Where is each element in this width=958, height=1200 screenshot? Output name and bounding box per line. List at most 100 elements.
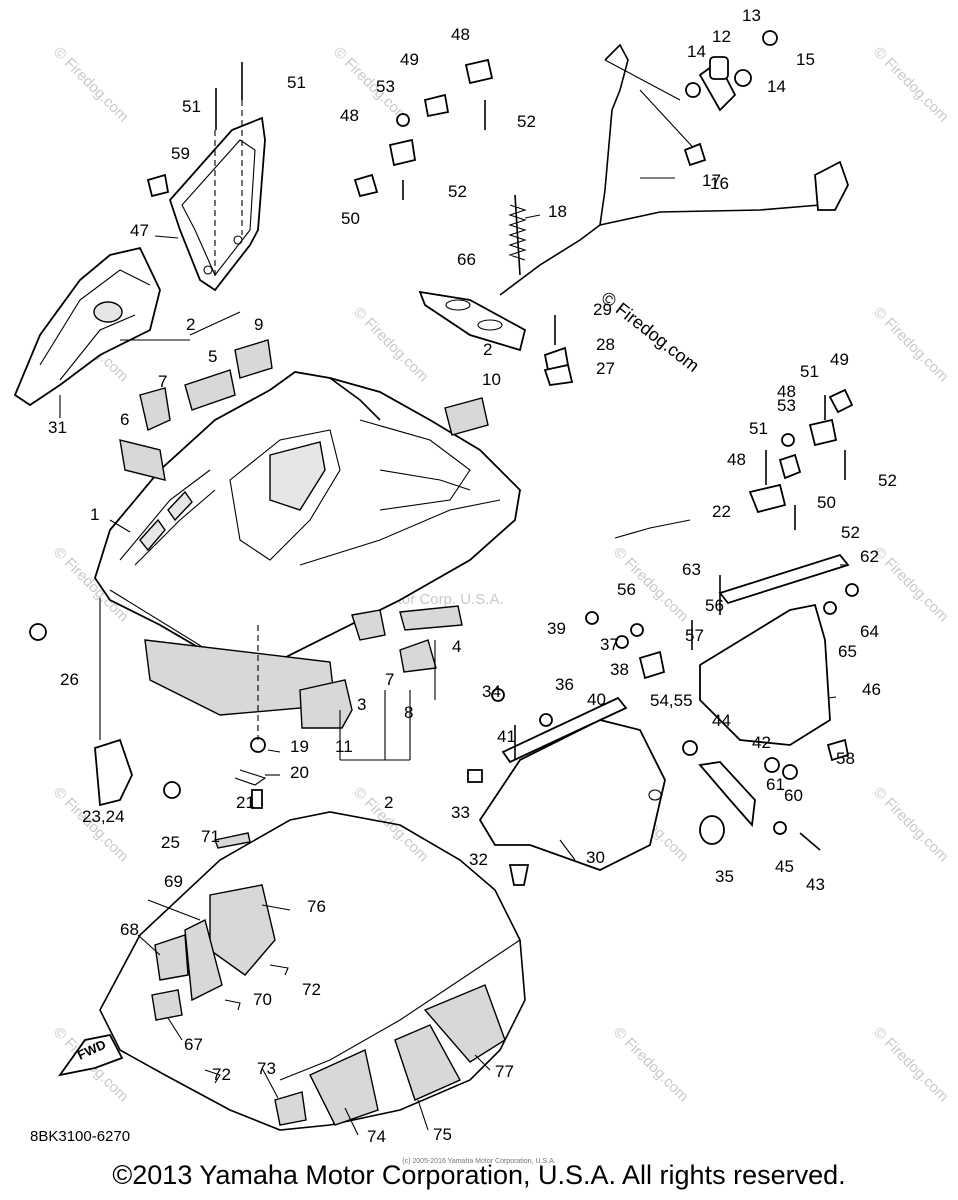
leader-lines xyxy=(59,177,848,1136)
firedog-corner-watermark: © Firedog.com xyxy=(870,44,952,126)
lower-body xyxy=(99,811,526,1131)
callout-29: 29 xyxy=(593,300,612,319)
callout-52: 52 xyxy=(878,471,897,490)
callout-75: 75 xyxy=(433,1125,452,1144)
callout-72: 72 xyxy=(302,980,321,999)
callout-26: 26 xyxy=(60,670,79,689)
callout-22: 22 xyxy=(712,502,731,521)
callout-49: 49 xyxy=(830,350,849,369)
firedog-corner-watermark: © Firedog.com xyxy=(610,1024,692,1106)
callout-7: 7 xyxy=(158,372,167,391)
callout-59: 59 xyxy=(171,144,190,163)
cable-assembly xyxy=(418,43,849,352)
callout-19: 19 xyxy=(290,737,309,756)
callout-48: 48 xyxy=(777,382,796,401)
callout-28: 28 xyxy=(596,335,615,354)
callout-39: 39 xyxy=(547,619,566,638)
callout-35: 35 xyxy=(715,867,734,886)
firedog-corner-watermark: © Firedog.com xyxy=(870,1024,952,1106)
callout-45: 45 xyxy=(775,857,794,876)
callout-58: 58 xyxy=(836,749,855,768)
callout-52: 52 xyxy=(841,523,860,542)
callout-16: 16 xyxy=(710,174,729,193)
callout-15: 15 xyxy=(796,50,815,69)
callout-17: 17 xyxy=(702,171,721,190)
callout-66: 66 xyxy=(457,250,476,269)
callout-30: 30 xyxy=(586,848,605,867)
callout-40: 40 xyxy=(587,690,606,709)
foam-pieces xyxy=(119,339,489,729)
callout-32: 32 xyxy=(469,850,488,869)
callout-48: 48 xyxy=(451,25,470,44)
callout-43: 43 xyxy=(806,875,825,894)
callout-62: 62 xyxy=(860,547,879,566)
callout-20: 20 xyxy=(290,763,309,782)
callout-48: 48 xyxy=(727,450,746,469)
callout-72: 72 xyxy=(212,1065,231,1084)
firedog-corner-watermark: © Firedog.com xyxy=(870,304,952,386)
callout-52: 52 xyxy=(517,112,536,131)
firedog-corner-watermark: © Firedog.com xyxy=(350,304,432,386)
callout-9: 9 xyxy=(254,315,263,334)
callout-2: 2 xyxy=(384,793,393,812)
callout-74: 74 xyxy=(367,1127,386,1146)
callout-63: 63 xyxy=(682,560,701,579)
callout-8: 8 xyxy=(404,703,413,722)
callout-5: 5 xyxy=(208,347,217,366)
callout-76: 76 xyxy=(307,897,326,916)
top-fasteners xyxy=(146,58,691,539)
firedog-corner-watermark: © Firedog.com xyxy=(870,544,952,626)
callout-67: 67 xyxy=(184,1035,203,1054)
callout-25: 25 xyxy=(161,833,180,852)
callout-65: 65 xyxy=(838,642,857,661)
right-side-panels xyxy=(478,553,850,871)
callout-64: 64 xyxy=(860,622,879,641)
callout-46: 46 xyxy=(862,680,881,699)
callout-10: 10 xyxy=(482,370,501,389)
callout-52: 52 xyxy=(448,182,467,201)
callout-7: 7 xyxy=(385,670,394,689)
callout-50: 50 xyxy=(817,493,836,512)
callout-51: 51 xyxy=(287,73,306,92)
callout-14: 14 xyxy=(687,42,706,61)
misc-fasteners xyxy=(467,575,859,886)
callout-31: 31 xyxy=(48,418,67,437)
callout-4: 4 xyxy=(452,637,461,656)
callout-47: 47 xyxy=(130,221,149,240)
callout-18: 18 xyxy=(548,202,567,221)
callout-49: 49 xyxy=(400,50,419,69)
callout-48: 48 xyxy=(340,106,359,125)
callout-23-24: 23,24 xyxy=(82,807,125,826)
callout-51: 51 xyxy=(182,97,201,116)
callout-57: 57 xyxy=(685,626,704,645)
callout-34: 34 xyxy=(482,682,501,701)
callout-14: 14 xyxy=(767,77,786,96)
callout-51: 51 xyxy=(800,362,819,381)
callout-56: 56 xyxy=(705,596,724,615)
callout-41: 41 xyxy=(497,727,516,746)
firedog-corner-watermark: © Firedog.com xyxy=(50,44,132,126)
callout-51: 51 xyxy=(749,419,768,438)
callout-77: 77 xyxy=(495,1062,514,1081)
callout-13: 13 xyxy=(742,6,761,25)
callout-73: 73 xyxy=(257,1059,276,1078)
callout-38: 38 xyxy=(610,660,629,679)
callout-27: 27 xyxy=(596,359,615,378)
callout-labels: 1222345677891011121314141516171819202122… xyxy=(48,6,897,1146)
callout-68: 68 xyxy=(120,920,139,939)
small-credit: (c) 2005-2016 Yamaha Motor Corporation, … xyxy=(402,1158,556,1165)
callout-60: 60 xyxy=(784,786,803,805)
callout-36: 36 xyxy=(555,675,574,694)
callout-61: 61 xyxy=(766,775,785,794)
callout-12: 12 xyxy=(712,27,731,46)
callout-6: 6 xyxy=(120,410,129,429)
callout-3: 3 xyxy=(357,695,366,714)
callout-33: 33 xyxy=(451,803,470,822)
part-47-frame xyxy=(168,100,266,292)
part-31-bracket xyxy=(13,246,161,407)
callout-50: 50 xyxy=(341,209,360,228)
callout-1: 1 xyxy=(90,505,99,524)
diagram-code: 8BK3100-6270 xyxy=(30,1128,131,1145)
bottom-left-parts xyxy=(29,598,267,809)
callout-37: 37 xyxy=(600,635,619,654)
